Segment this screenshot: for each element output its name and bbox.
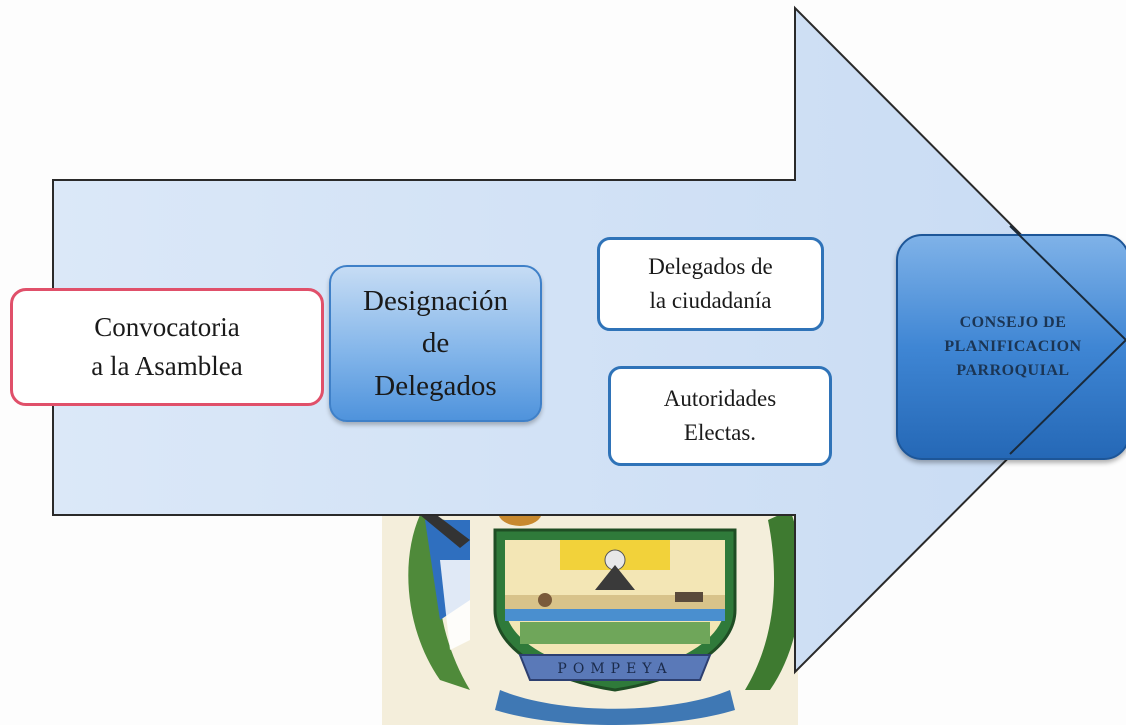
delegados-ciudadania-label: Delegados de la ciudadanía — [648, 253, 773, 314]
process-arrow — [52, 5, 1126, 675]
autoridades-electas-label: Autoridades Electas. — [663, 385, 777, 446]
autoridades-electas-node: Autoridades Electas. — [608, 366, 832, 466]
coat-of-arms-emblem: POMPEYA — [382, 498, 802, 725]
convocatoria-node: Convocatoria a la Asamblea — [10, 288, 324, 406]
delegados-ciudadania-node: Delegados de la ciudadanía — [597, 237, 824, 331]
designacion-node: Designación de Delegados — [329, 265, 542, 422]
consejo-planificacion-node: CONSEJO DE PLANIFICACION PARROQUIAL — [896, 234, 1126, 460]
designacion-label: Designación de Delegados — [363, 285, 508, 402]
emblem-banner-text: POMPEYA — [557, 661, 672, 677]
convocatoria-label: Convocatoria a la Asamblea — [91, 311, 243, 381]
consejo-planificacion-label: CONSEJO DE PLANIFICACION PARROQUIAL — [944, 314, 1082, 379]
